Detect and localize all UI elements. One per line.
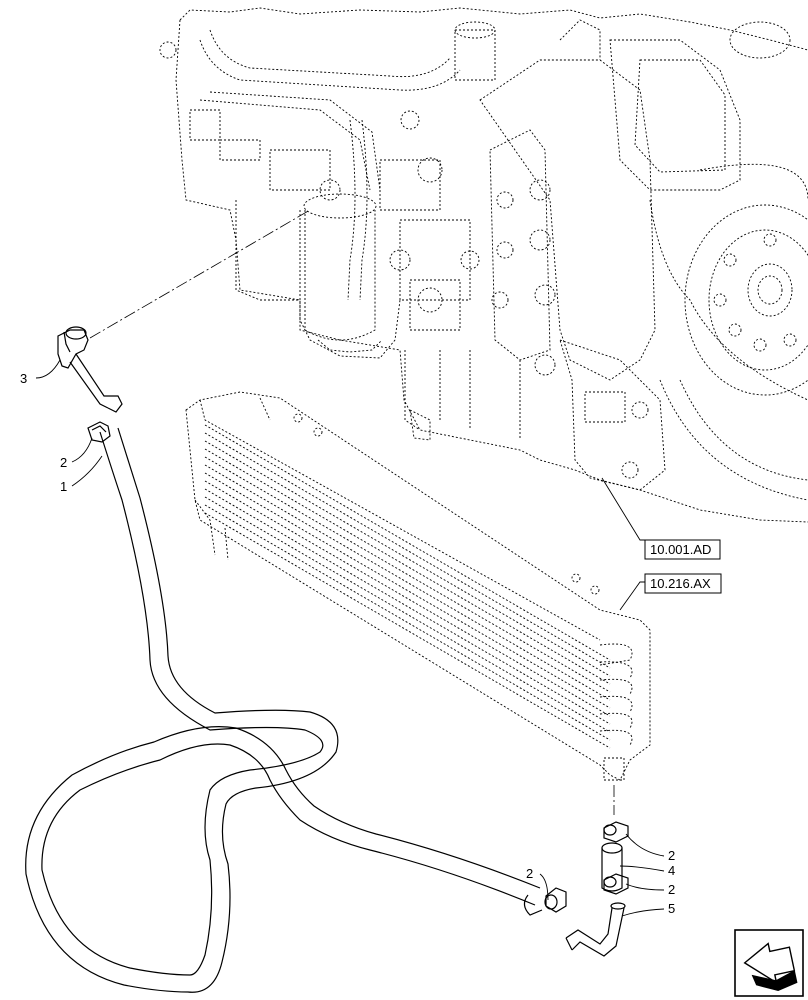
assembly-axis-line (89, 209, 311, 339)
oil-cooler (185, 391, 651, 781)
hose-clamp (523, 887, 567, 916)
reference-box-cooler[interactable]: 10.216.AX (644, 573, 722, 594)
hose-clamp (603, 821, 629, 843)
callout-3: 3 (20, 371, 27, 386)
callout-5: 5 (668, 901, 675, 916)
callout-2: 2 (526, 866, 533, 881)
reference-label: 10.001.AD (650, 542, 711, 557)
reference-box-engine[interactable]: 10.001.AD (644, 539, 721, 560)
hose-clamp (603, 873, 629, 895)
leader-line (35, 359, 61, 379)
callout-2: 2 (668, 882, 675, 897)
elbow-pipe (565, 902, 626, 957)
hose-clamp (87, 421, 111, 443)
leader-line (619, 581, 645, 611)
callout-4: 4 (668, 863, 675, 878)
leader-line (601, 477, 645, 541)
leader-line (619, 865, 665, 872)
callout-2: 2 (668, 848, 675, 863)
callout-2: 2 (60, 455, 67, 470)
connector-tube (601, 842, 623, 892)
leader-line (71, 455, 103, 487)
leader-line (539, 873, 549, 901)
reference-label: 10.216.AX (650, 576, 711, 591)
hose (25, 427, 541, 993)
leader-line (621, 908, 665, 917)
callout-1: 1 (60, 479, 67, 494)
leader-line (625, 833, 665, 857)
sensor-bracket (57, 326, 123, 413)
leader-line (71, 437, 93, 463)
engine-assembly (159, 7, 808, 523)
leader-line (625, 883, 665, 891)
next-page-arrow-icon[interactable] (734, 929, 804, 997)
